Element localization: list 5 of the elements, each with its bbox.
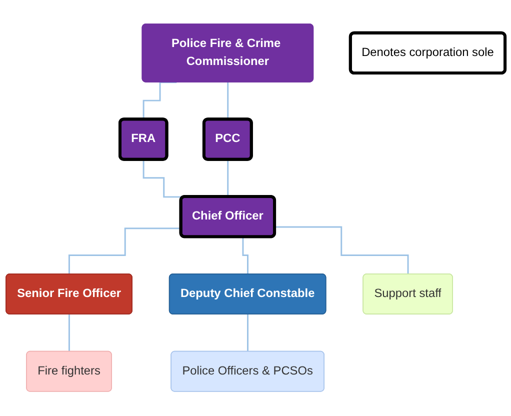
connector xyxy=(274,226,409,276)
connector xyxy=(68,228,182,276)
connector xyxy=(247,314,249,353)
connector xyxy=(227,159,229,198)
connector xyxy=(68,314,70,353)
